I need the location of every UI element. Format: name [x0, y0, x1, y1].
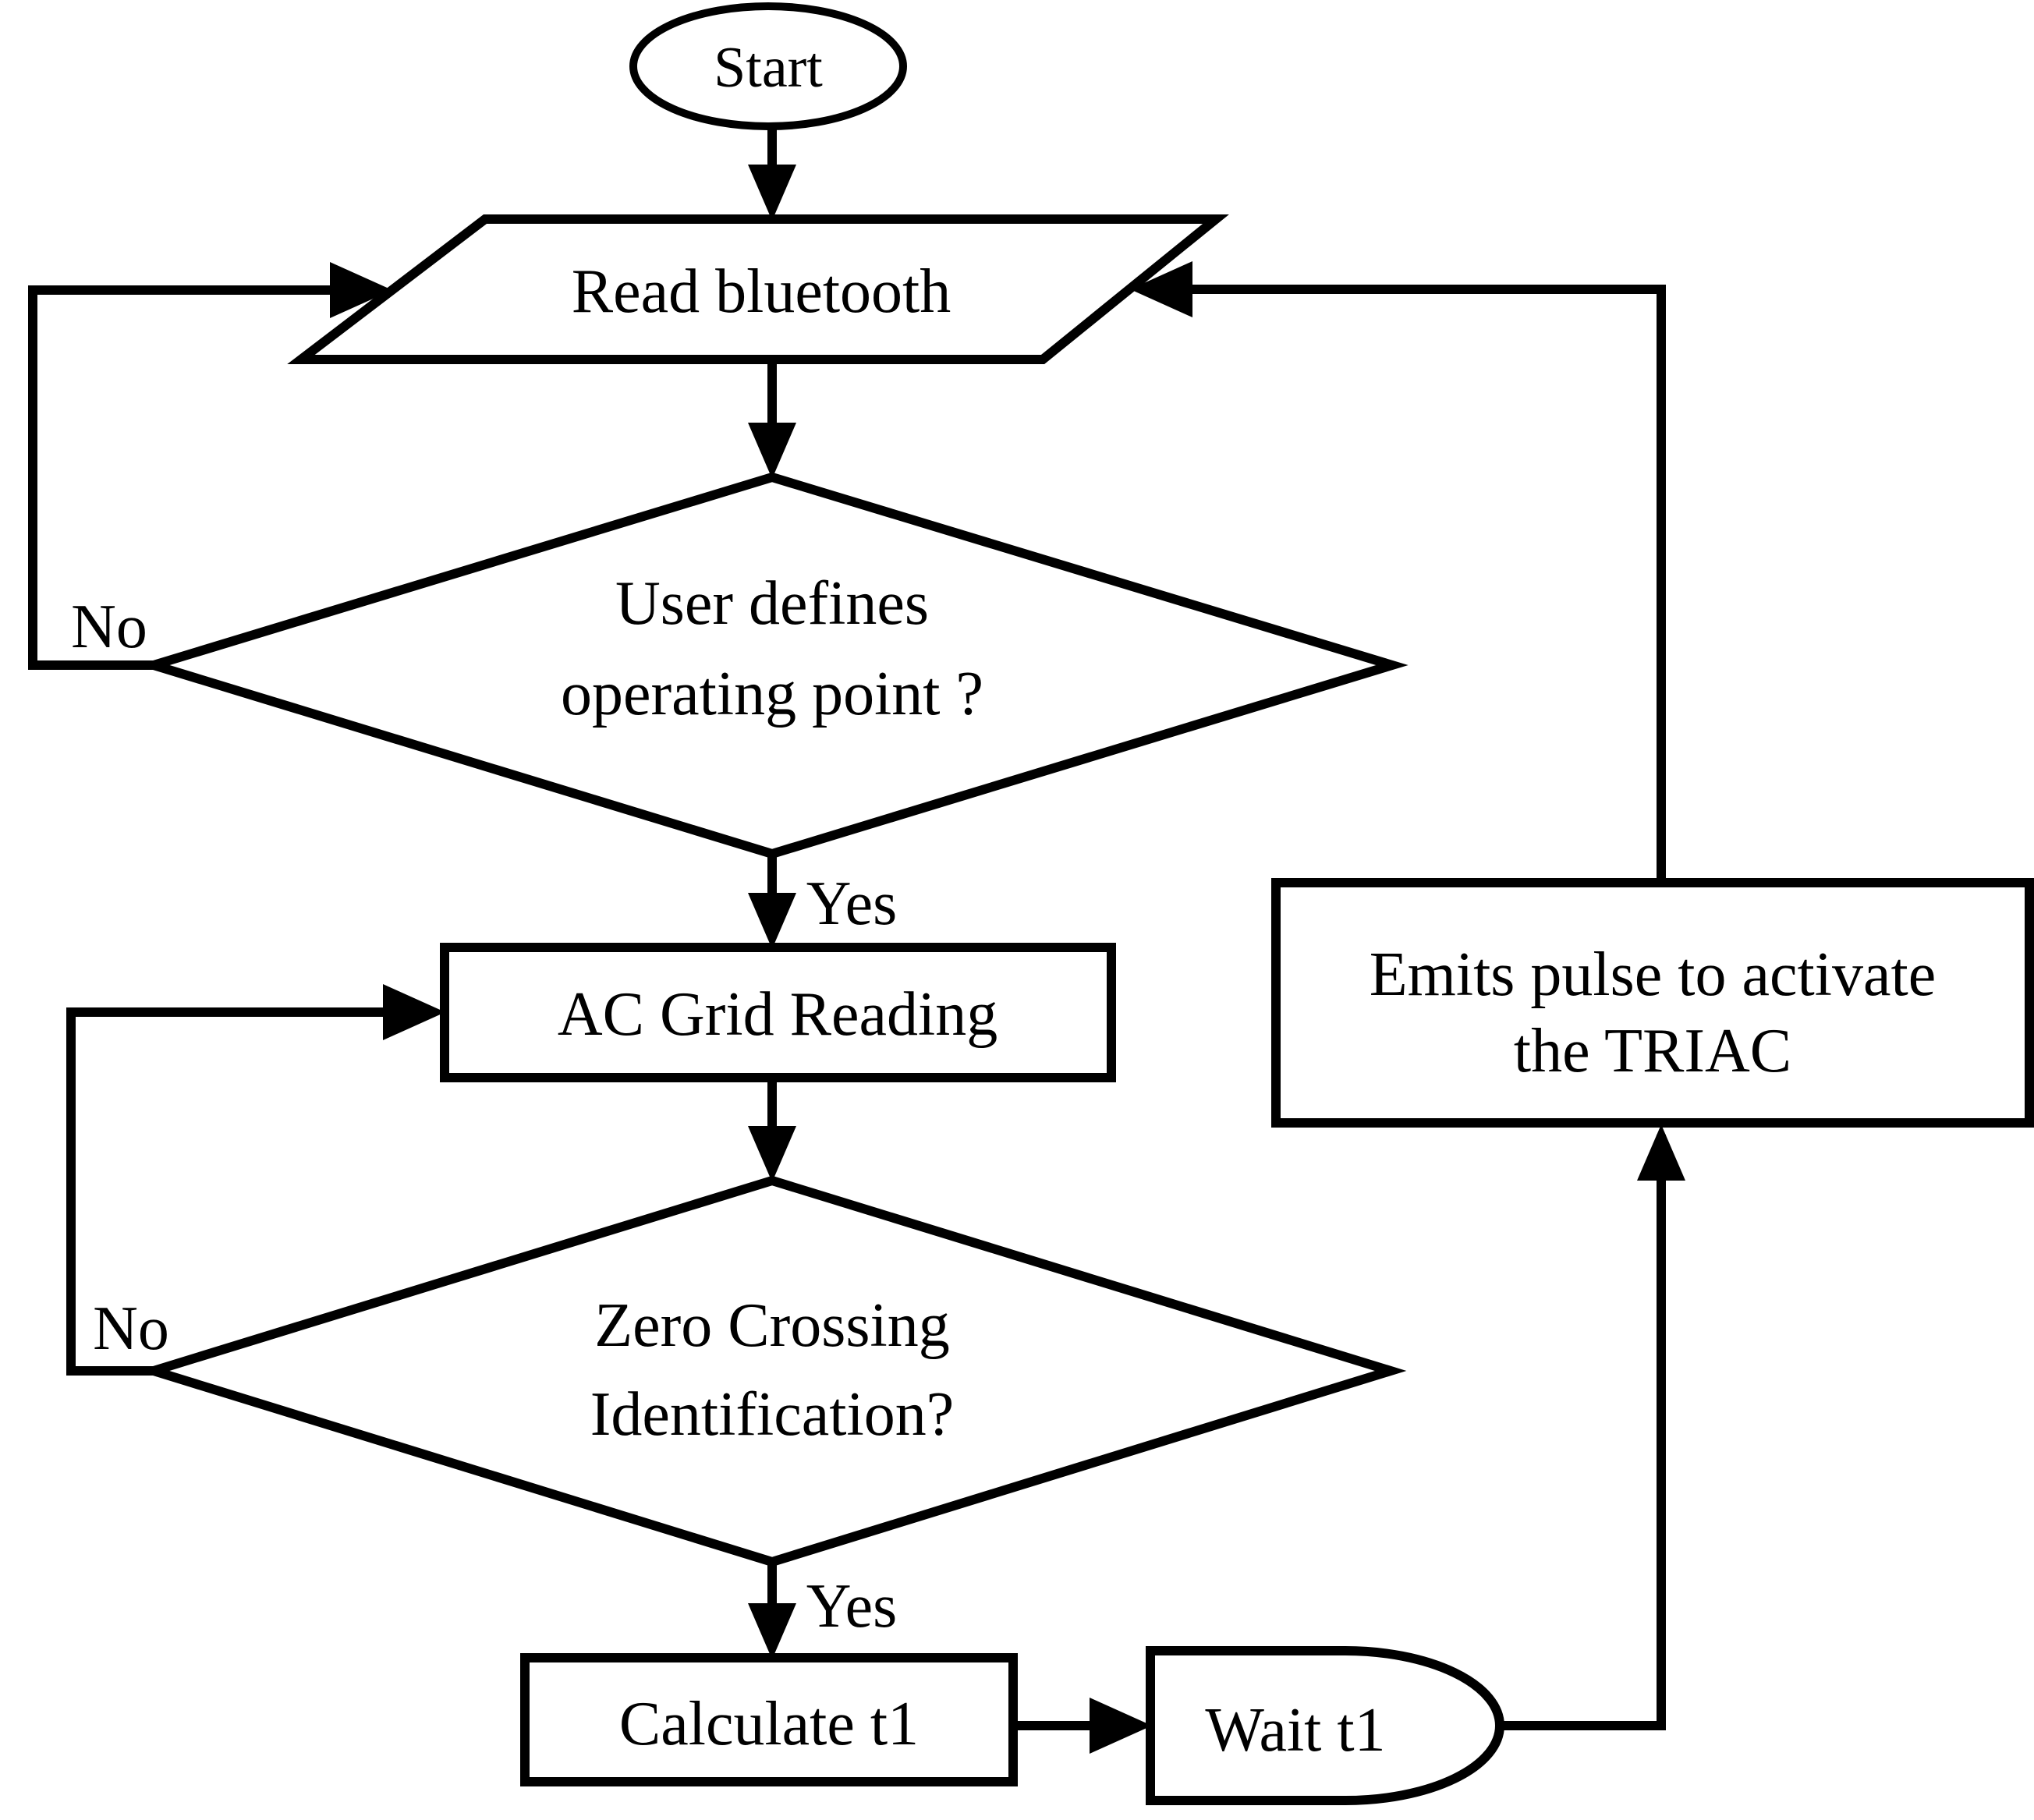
edge-user-defines-no-loop: [28, 285, 337, 670]
ac-grid-reading-label: AC Grid Reading: [558, 980, 998, 1049]
edge-emit-pulse-to-read-bluetooth: [1189, 285, 1666, 881]
user-defines-decision-diamond: [137, 472, 1409, 859]
user-defines-yes-label: Yes: [806, 869, 897, 938]
arrowhead-start-to-read-bluetooth: [748, 165, 796, 221]
calculate-t1-rectangle: [520, 1653, 1018, 1786]
emit-pulse-label-line1: Emits pulse to activate: [1370, 940, 1936, 1009]
arrowhead-zero-crossing-yes-to-calculate-t1: [748, 1603, 796, 1659]
user-defines-label-line1: User defines: [615, 569, 929, 638]
edge-wait-t1-to-emit-pulse: [1498, 1135, 1666, 1730]
zero-crossing-label-line1: Zero Crossing: [594, 1291, 950, 1360]
wait-t1-delay-shape: [1146, 1646, 1504, 1805]
start-terminator: [629, 2, 907, 130]
arrowhead-emit-pulse-to-read-bluetooth: [1130, 261, 1192, 317]
read-bluetooth-label: Read bluetooth: [572, 257, 951, 326]
arrowhead-wait-t1-to-emit-pulse: [1637, 1124, 1685, 1181]
user-defines-no-label: No: [71, 593, 147, 661]
edge-zero-crossing-no-loop: [66, 1007, 390, 1376]
zero-crossing-no-label: No: [93, 1294, 169, 1363]
zero-crossing-yes-label: Yes: [806, 1572, 897, 1641]
arrowhead-user-defines-yes-to-ac-grid: [748, 893, 796, 949]
ac-grid-reading-rectangle: [440, 943, 1116, 1082]
emit-pulse-label-line2: the TRIAC: [1514, 1017, 1791, 1085]
arrowhead-calculate-t1-to-wait-t1: [1090, 1698, 1152, 1754]
wait-t1-label: Wait t1: [1205, 1696, 1385, 1765]
emit-pulse-rectangle: [1271, 878, 2034, 1128]
zero-crossing-decision-diamond: [137, 1175, 1407, 1567]
calculate-t1-label: Calculate t1: [619, 1690, 919, 1758]
zero-crossing-label-line2: Identification?: [590, 1380, 954, 1449]
user-defines-label-line2: operating point ?: [561, 660, 983, 728]
arrowhead-user-defines-no-loop: [330, 262, 392, 318]
read-bluetooth-parallelogram: [287, 214, 1229, 364]
arrowhead-read-bluetooth-to-user-defines: [748, 423, 796, 479]
arrowhead-zero-crossing-no-loop: [383, 984, 445, 1040]
arrowhead-ac-grid-to-zero-crossing: [748, 1126, 796, 1182]
start-label: Start: [714, 36, 823, 100]
